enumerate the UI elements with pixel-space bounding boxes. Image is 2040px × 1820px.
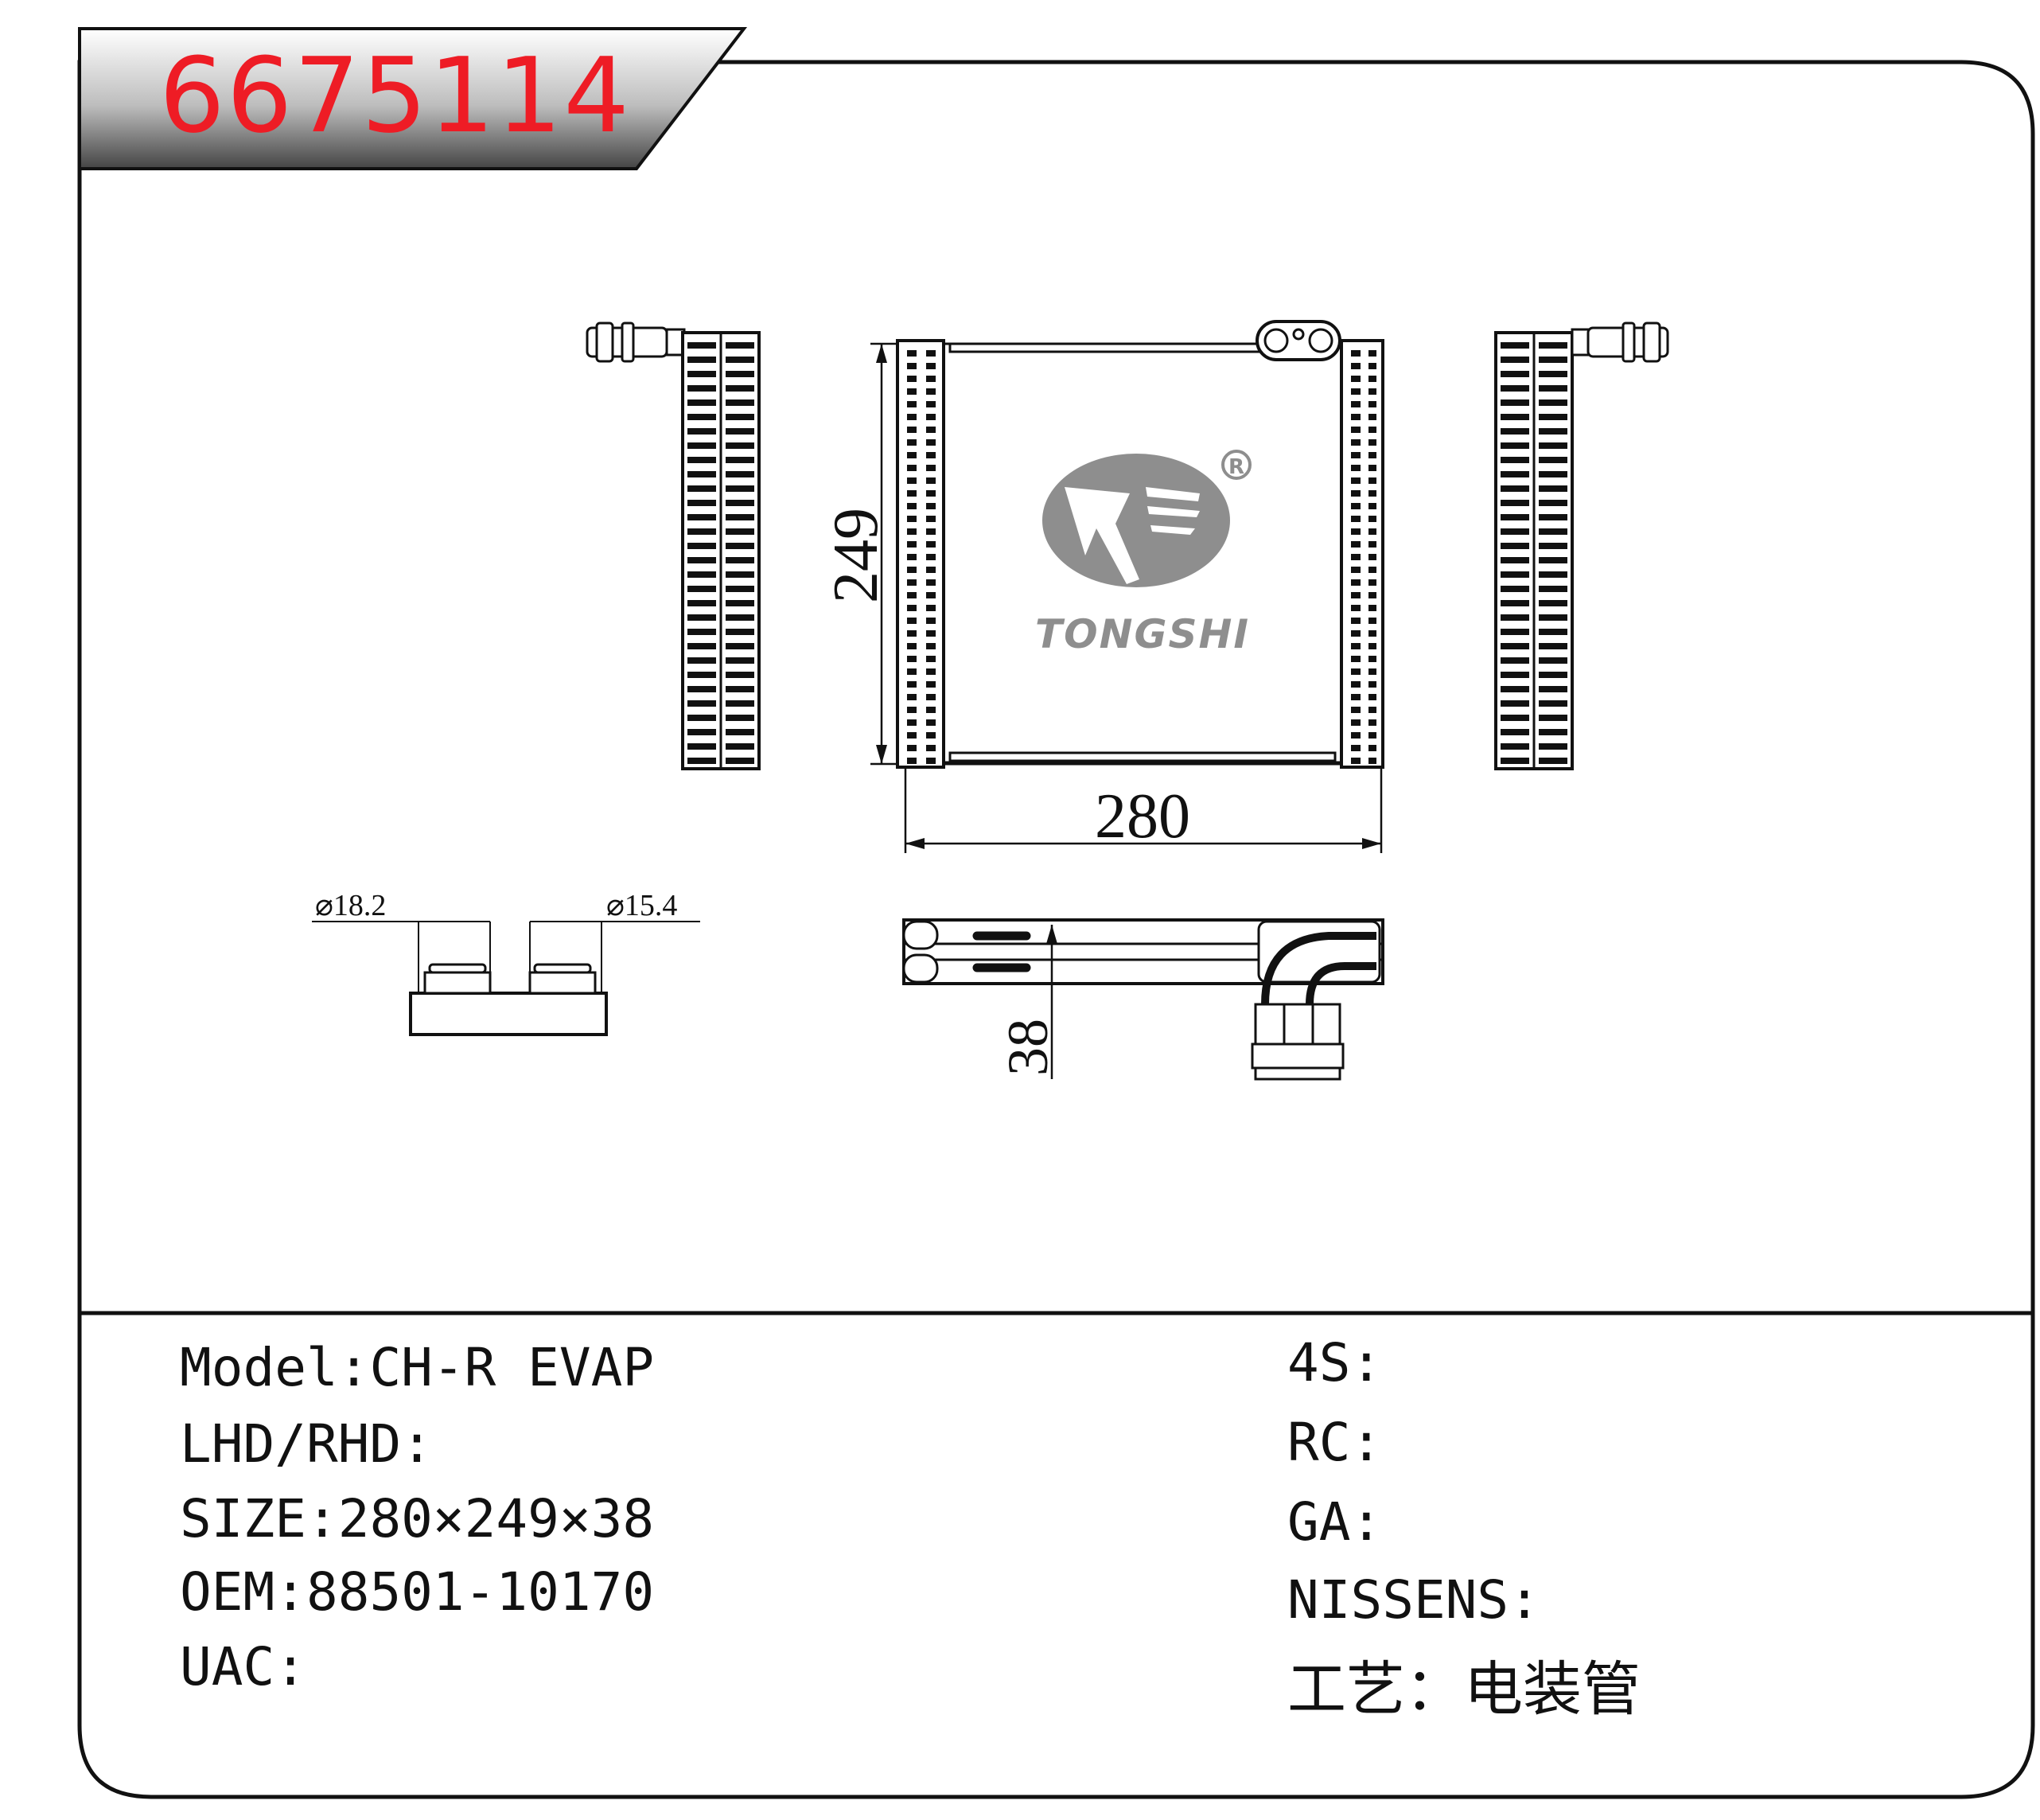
sheet-frame — [77, 60, 2035, 1799]
spec-row-4s: 4S: — [1287, 1332, 1383, 1393]
spec-row-size: SIZE:280×249×38 — [180, 1488, 655, 1549]
part-number: 6675114 — [159, 35, 631, 156]
logo-brand-text: TONGSHI — [1035, 611, 1250, 657]
top-view — [902, 918, 1384, 1081]
spec-row-lhd-rhd: LHD/RHD: — [180, 1413, 433, 1475]
header-tab — [78, 27, 748, 170]
registered-mark-circle — [1221, 450, 1252, 480]
logo-ellipse — [1042, 454, 1230, 587]
right-side-view — [1494, 322, 1669, 770]
pipe-diameter-1: ⌀18.2 — [315, 889, 386, 922]
logo-emblem — [1065, 487, 1139, 584]
spec-row-process: 工艺：电装管 — [1287, 1655, 1641, 1724]
spec-row-ga: GA: — [1287, 1491, 1383, 1553]
registered-mark: R — [1228, 455, 1244, 479]
height-dimension-label: 249 — [821, 508, 891, 603]
spec-row-nissens: NISSENS: — [1287, 1569, 1540, 1631]
spec-row-uac: UAC: — [180, 1636, 306, 1697]
spec-row-oem: OEM:88501-10170 — [180, 1561, 655, 1623]
height-dimension — [870, 342, 897, 766]
depth-dimension-label: 38 — [996, 1019, 1060, 1076]
spec-row-rc: RC: — [1287, 1412, 1383, 1473]
spec-row-model: Model:CH-R EVAP — [180, 1337, 655, 1398]
front-view — [896, 320, 1384, 769]
width-dimension-label: 280 — [1095, 781, 1190, 852]
pipe-diameter-2: ⌀15.4 — [606, 889, 677, 922]
fitting-detail — [312, 921, 700, 1036]
left-side-view — [586, 322, 761, 770]
tongshi-logo: R TONGSHI — [1035, 450, 1252, 657]
width-dimension — [904, 769, 1383, 853]
